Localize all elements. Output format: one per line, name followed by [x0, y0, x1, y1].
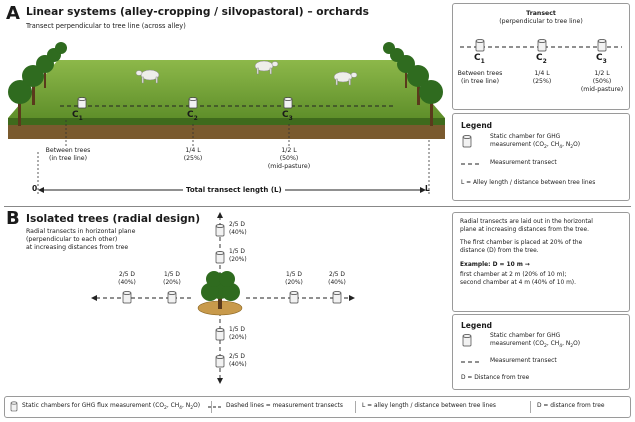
chamber-icon — [167, 291, 177, 304]
field-soil-edge — [8, 125, 445, 139]
transect-c1-position: Between trees(in tree line) — [457, 70, 503, 85]
field-c1-position: Between trees(in tree line) — [45, 147, 91, 162]
section-b-description: Radial transects in horizontal plane(per… — [26, 228, 136, 251]
north-outer-label: 2/5 D(40%) — [229, 222, 247, 236]
east-outer-label: 2/5 D(40%) — [328, 272, 346, 286]
isolated-tree-icon — [201, 271, 240, 301]
chamber-icon — [289, 291, 299, 304]
field-front-edge — [8, 118, 445, 125]
section-b-letter: B — [6, 208, 20, 229]
chamber-icon — [215, 355, 225, 368]
transect-box-title: Transect — [526, 10, 556, 17]
right-tree-line — [383, 42, 443, 126]
east-inner-label: 1/5 D(20%) — [285, 272, 303, 286]
chamber-icon — [462, 135, 472, 148]
footer-chamber-note: Static chambers for GHG flux measurement… — [22, 403, 201, 412]
chamber-icon — [77, 97, 87, 109]
info-paragraph-2: The first chamber is placed at 20% of th… — [460, 240, 583, 254]
legend-a-chamber-text: Static chamber for GHG measurement (CO2,… — [490, 134, 581, 150]
transect-c3-label: C3 — [596, 53, 607, 65]
footer-dashed-note: Dashed lines = measurement transects — [226, 403, 343, 409]
legend-b-box: Legend — [452, 314, 630, 390]
transect-box-subtitle: (perpendicular to tree line) — [499, 17, 583, 25]
chamber-icon — [462, 334, 472, 347]
info-box — [452, 212, 630, 312]
chamber-icon — [215, 328, 225, 341]
chamber-icon — [122, 291, 132, 304]
section-b-title: Isolated trees (radial design) — [26, 213, 201, 225]
axis-end-label: L — [425, 184, 430, 193]
legend-b-transect-text: Measurement transect — [490, 358, 557, 364]
cow-icon — [135, 69, 160, 84]
transect-box: Transect (perpendicular to tree line) — [452, 3, 630, 110]
axis-label: Total transect length (L) — [183, 186, 285, 194]
chamber-icon — [215, 224, 225, 237]
west-inner-label: 1/5 D(20%) — [163, 272, 181, 286]
transect-c2-position: 1/4 L(25%) — [532, 70, 552, 85]
footer-d-note: D = distance from tree — [537, 403, 605, 409]
footer-separator — [211, 401, 212, 413]
cow-icon — [333, 71, 358, 86]
field-c2-position: 1/4 L(25%) — [183, 147, 203, 162]
chamber-icon — [475, 39, 485, 52]
legend-a-title: Legend — [461, 121, 493, 130]
chamber-icon — [283, 97, 293, 109]
transect-c2-label: C2 — [536, 53, 547, 65]
transect-c3-position: 1/2 L(50%)(mid-pasture) — [580, 70, 624, 93]
legend-a-transect-text: Measurement transect — [490, 160, 557, 166]
field-chamber-c3-label: C3 — [282, 110, 293, 122]
field-chamber-c1-label: C1 — [72, 110, 83, 122]
legend-a-box: Legend — [452, 113, 630, 201]
footer-separator — [355, 401, 356, 413]
chamber-icon — [10, 401, 18, 412]
info-example-title: Example: D = 10 m → — [460, 262, 530, 268]
field-c3-position: 1/2 L(50%)(mid-pasture) — [267, 147, 311, 170]
chamber-icon — [537, 39, 547, 52]
section-a-letter: A — [6, 3, 20, 24]
transect-c1-label: C1 — [474, 53, 485, 65]
chamber-icon — [215, 251, 225, 264]
legend-b-d-definition: D = Distance from tree — [461, 375, 530, 381]
south-outer-label: 2/5 D(40%) — [229, 354, 247, 368]
west-outer-label: 2/5 D(40%) — [118, 272, 136, 286]
chamber-icon — [597, 39, 607, 52]
left-tree-line — [8, 42, 67, 126]
info-paragraph-1: Radial transects are laid out in the hor… — [460, 219, 593, 233]
info-example-lines: first chamber at 2 m (20% of 10 m);secon… — [460, 272, 576, 286]
field-chamber-c2-label: C2 — [187, 110, 198, 122]
chamber-icon — [188, 97, 198, 109]
legend-b-chamber-text: Static chamber for GHG measurement (CO2,… — [490, 333, 581, 349]
cow-icon — [254, 60, 279, 75]
chamber-icon — [332, 291, 342, 304]
section-a-subtitle: Transect perpendicular to tree line (acr… — [26, 22, 186, 30]
footer-bar — [4, 396, 631, 418]
axis-start-label: 0 — [32, 184, 38, 193]
north-inner-label: 1/5 D(20%) — [229, 249, 247, 263]
legend-b-title: Legend — [461, 321, 493, 330]
legend-a-l-definition: L = Alley length / distance between tree… — [461, 180, 596, 186]
footer-l-note: L = alley length / distance between tree… — [362, 403, 496, 409]
south-inner-label: 1/5 D(20%) — [229, 327, 247, 341]
section-divider — [4, 206, 631, 207]
footer-separator — [530, 401, 531, 413]
section-a-title: Linear systems (alley-cropping / silvopa… — [26, 6, 369, 18]
